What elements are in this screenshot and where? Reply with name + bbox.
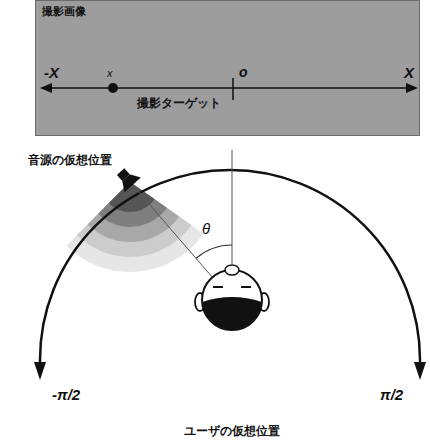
captured-image-panel: 撮影画像 (35, 0, 420, 136)
origin-label: o (239, 64, 248, 80)
axis-end-label: X (404, 64, 414, 81)
face (202, 270, 262, 330)
arc-arrowhead (414, 362, 426, 380)
source-position-label: 音源の仮想位置 (28, 152, 112, 169)
user-position-label: ユーザの仮想位置 (184, 423, 280, 440)
angle-arc (196, 245, 232, 258)
arc-arrowhead (34, 362, 46, 380)
eye (213, 286, 223, 288)
speaker-symbol (112, 164, 140, 192)
speaker-cone (118, 170, 141, 192)
front-direction-line (232, 150, 233, 264)
source-direction-line (130, 182, 212, 277)
target-dot (108, 83, 118, 93)
azimuth-arc (40, 170, 420, 362)
target-coordinate-label: x (107, 67, 113, 79)
axis-arrowhead (406, 83, 418, 93)
origin-tick (232, 78, 234, 100)
target-label: 撮影ターゲット (137, 95, 221, 112)
eye (241, 286, 251, 288)
angle-limit-label: π/2 (380, 386, 403, 403)
sound-wave-fan (40, 92, 220, 272)
axis-end-label: -X (44, 64, 59, 81)
x-axis-line (50, 87, 407, 89)
sound-wave (55, 107, 205, 257)
angle-limit-label: -π/2 (52, 386, 80, 403)
axis-arrowhead (40, 83, 52, 93)
panel-title: 撮影画像 (42, 4, 413, 19)
angle-label: θ (202, 220, 210, 237)
nose (225, 265, 239, 275)
sound-wave (40, 92, 220, 272)
hair (202, 297, 262, 330)
sound-wave (70, 122, 190, 242)
user-head (195, 265, 269, 330)
